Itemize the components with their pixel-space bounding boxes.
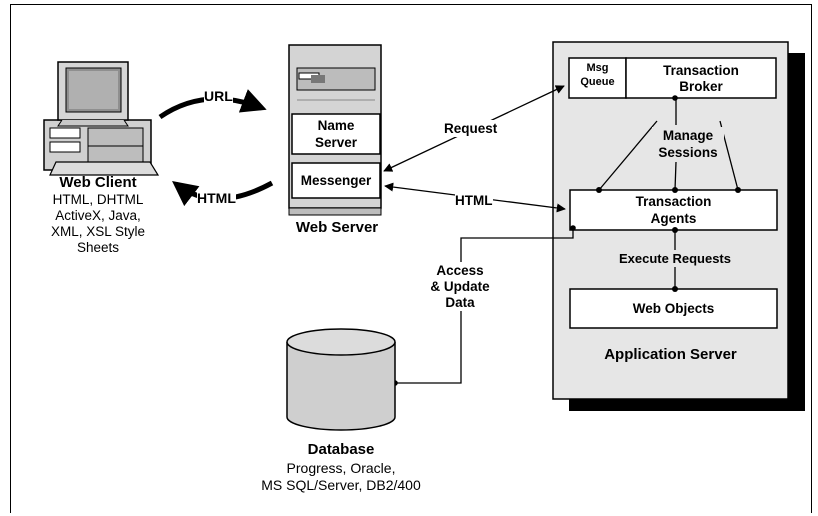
app-server-title: Application Server [604,346,737,363]
html-agents-label: HTML [455,192,493,209]
broker-junction-dot [672,95,678,101]
database-cylinder-icon [286,328,396,431]
web-objects-box [569,288,778,329]
transaction-broker-box [625,57,777,99]
database-line: MS SQL/Server, DB2/400 [261,477,421,493]
manage-sessions-label-line1: Manage [652,127,724,144]
web-client-computer-icon [43,61,160,176]
access-data-label-line3: Data [425,294,495,311]
agents-junction-dot-left [596,187,602,193]
web-objects-label: Web Objects [632,301,715,316]
msg-queue-label-line1: Msg [586,62,609,74]
transaction-agents-label-line1: Transaction [635,194,712,209]
access-data-label-line2: & Update [425,278,495,295]
msg-queue-box [568,57,627,99]
diagram-frame [10,4,812,513]
manage-sessions-label-line2: Sessions [652,144,724,161]
name-server-label-line1: Name [317,118,355,133]
web-client-tech-line: HTML, DHTML [52,192,144,207]
web-client-tech-line: XML, XSL Style [50,224,146,239]
url-label: URL [204,88,233,105]
database-title: Database [307,441,375,458]
transaction-broker-label-line2: Broker [679,79,723,94]
execute-requests-label: Execute Requests [607,250,743,267]
web-server-title: Web Server [295,219,379,236]
messenger-box [291,162,381,199]
messenger-label: Messenger [300,173,372,188]
msg-queue-label-line2: Queue [580,76,615,88]
name-server-label-line2: Server [314,135,358,150]
request-label: Request [444,120,498,137]
name-server-box [291,113,381,155]
agents-junction-dot-mid [672,187,678,193]
web-client-tech-line: Sheets [76,240,120,255]
execute-requests-connector [672,227,678,292]
html-return-label: HTML [197,190,236,207]
web-client-tech-line: ActiveX, Java, [55,208,141,223]
agents-data-dot [570,225,576,231]
data-access-connector [395,228,574,384]
agents-junction-dot-right [735,187,741,193]
database-line: Progress, Oracle, [286,460,396,476]
access-data-label-line1: Access [425,262,495,279]
transaction-agents-label-line2: Agents [650,211,697,226]
web-client-title: Web Client [59,174,137,191]
transaction-broker-label-line1: Transaction [663,63,739,78]
